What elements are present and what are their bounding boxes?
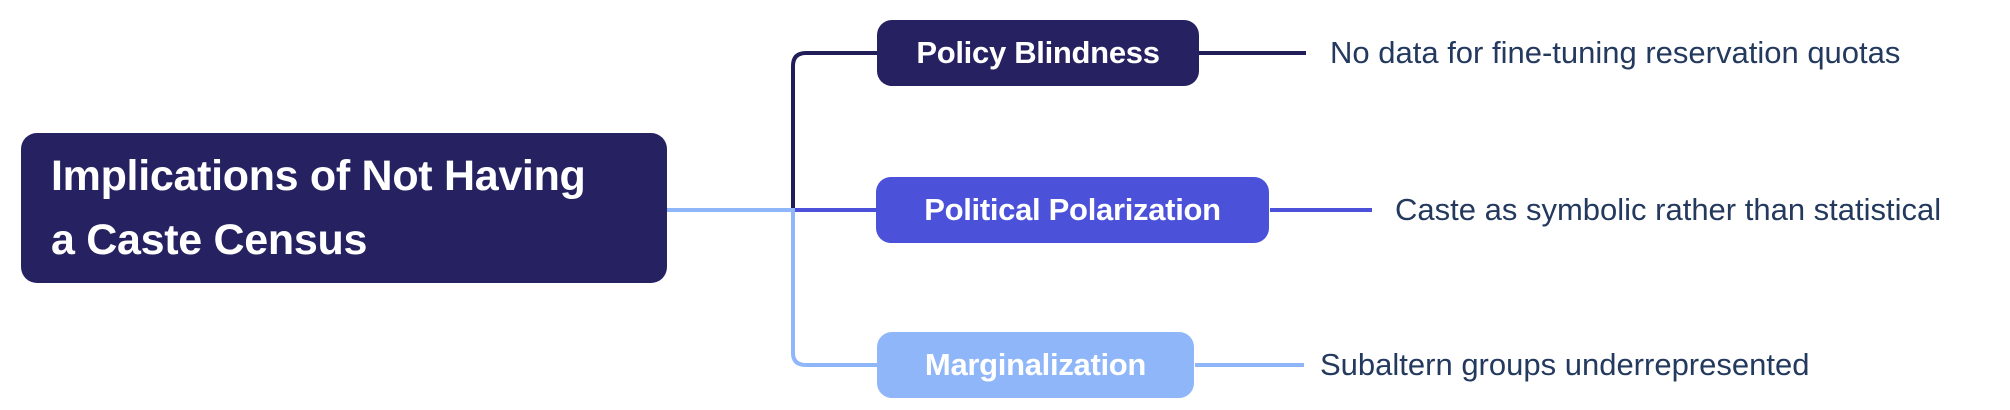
branch-node-political-polarization: Political Polarization <box>876 177 1269 243</box>
branch-label-political-polarization: Political Polarization <box>924 192 1221 227</box>
root-node: Implications of Not Having a Caste Censu… <box>21 133 667 283</box>
annotation-political-polarization: Caste as symbolic rather than statistica… <box>1395 192 1942 227</box>
root-label-line-2: a Caste Census <box>51 216 368 264</box>
connector-branch-policy <box>791 51 877 212</box>
branch-node-policy-blindness: Policy Blindness <box>877 20 1199 86</box>
connector-branch-margin <box>791 208 878 367</box>
branch-node-marginalization: Marginalization <box>877 332 1194 398</box>
branch-label-policy-blindness: Policy Blindness <box>916 35 1160 70</box>
root-label-line-1: Implications of Not Having <box>51 151 586 200</box>
annotation-policy-blindness: No data for fine-tuning reservation quot… <box>1330 35 1901 70</box>
root-node-label: Implications of Not Having a Caste Censu… <box>51 144 586 273</box>
branch-label-marginalization: Marginalization <box>924 347 1147 382</box>
annotation-marginalization: Subaltern groups underrepresented <box>1320 347 1810 382</box>
